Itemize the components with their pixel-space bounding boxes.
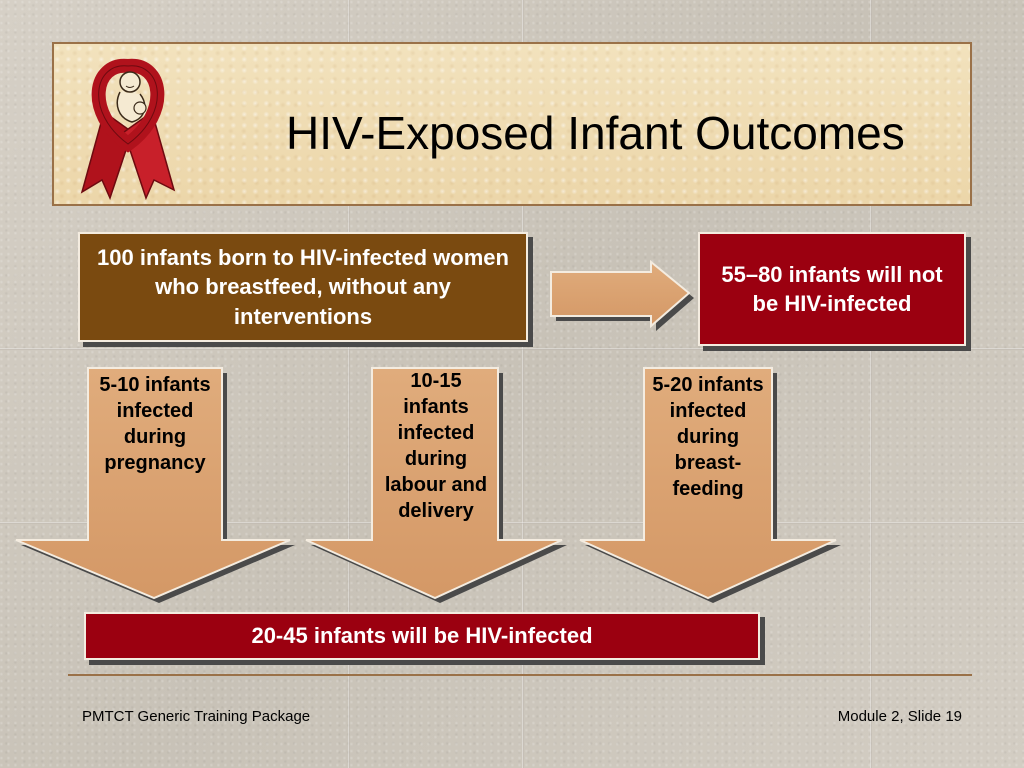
stage-label-pregnancy: 5-10 infants infected during pregnancy (99, 374, 211, 474)
right-arrow-icon (550, 259, 694, 331)
red-ribbon-logo (80, 58, 176, 201)
page-title: HIV-Exposed Infant Outcomes (286, 107, 905, 159)
footer-right: Module 2, Slide 19 (837, 708, 962, 725)
start-box: 100 infants born to HIV-infected women w… (78, 232, 528, 342)
footer-left: PMTCT Generic Training Package (82, 708, 311, 725)
title-banner: HIV-Exposed Infant Outcomes (52, 42, 972, 206)
stage-label-labour: 10-15 infants infected during labour and… (384, 370, 488, 522)
down-arrow-labour (305, 367, 567, 603)
not-infected-text: 55–80 infants will not be HIV-infected (721, 261, 943, 316)
stage-label-breastfeeding: 5-20 infants infected during breast-feed… (652, 374, 764, 500)
total-infected-text: 20-45 infants will be HIV-infected (251, 623, 593, 648)
down-arrow-breastfeeding (579, 367, 841, 603)
not-infected-box: 55–80 infants will not be HIV-infected (698, 232, 966, 346)
total-infected-box: 20-45 infants will be HIV-infected (84, 612, 760, 660)
start-box-text: 100 infants born to HIV-infected women w… (97, 245, 509, 329)
down-arrow-pregnancy (15, 367, 295, 603)
footer-divider (68, 674, 972, 676)
